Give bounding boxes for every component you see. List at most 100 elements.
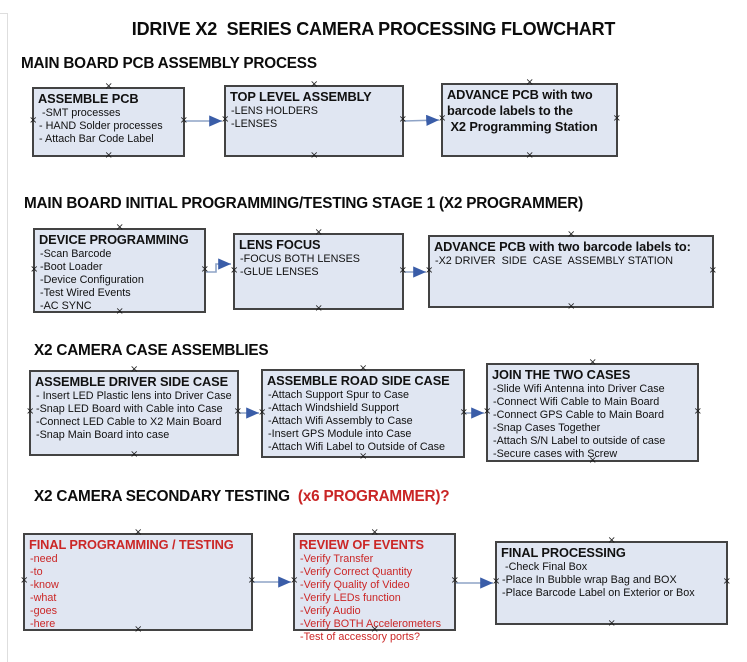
box-title: REVIEW OF EVENTS bbox=[299, 537, 424, 552]
flow-box-lens-focus[interactable]: LENS FOCUS -FOCUS BOTH LENSES-GLUE LENSE… bbox=[230, 228, 407, 314]
list-item: -GLUE LENSES bbox=[240, 266, 319, 278]
box-title: ADVANCE PCB with two barcode labels to t… bbox=[447, 87, 598, 134]
list-item: -Attach Windshield Support bbox=[268, 402, 399, 414]
list-item: -Snap Main Board into case bbox=[36, 429, 170, 441]
list-item: - Attach Bar Code Label bbox=[39, 133, 154, 145]
connection-point-icon: × bbox=[26, 406, 35, 417]
list-item: -LENS HOLDERS bbox=[231, 105, 318, 117]
connection-point-icon: × bbox=[30, 263, 39, 275]
heading-text: MAIN BOARD INITIAL PROGRAMMING/TESTING S… bbox=[24, 195, 583, 212]
box-items: -SMT processes- HAND Solder processes- A… bbox=[38, 106, 179, 146]
box-title: FINAL PROGRAMMING / TESTING bbox=[29, 537, 234, 552]
list-item: -Connect GPS Cable to Main Board bbox=[493, 409, 665, 421]
box-items: -Slide Wifi Antenna into Driver Case-Con… bbox=[492, 382, 693, 461]
section-heading-secondary-testing: X2 CAMERA SECONDARY TESTING (x6 PROGRAMM… bbox=[34, 488, 450, 506]
flow-arrow-elbow bbox=[206, 258, 231, 273]
connection-point-icon: × bbox=[233, 406, 242, 417]
connection-point-icon: × bbox=[310, 150, 319, 161]
connection-point-icon: × bbox=[438, 113, 447, 124]
flow-box-join-the-two-cases[interactable]: JOIN THE TWO CASES -Slide Wifi Antenna i… bbox=[483, 358, 702, 466]
box-items: -X2 DRIVER SIDE CASE ASSEMBLY STATION bbox=[434, 254, 708, 268]
flow-box-assemble-road-side-case[interactable]: ASSEMBLE ROAD SIDE CASE -Attach Support … bbox=[258, 364, 468, 462]
list-item: -Attach S/N Label to outside of case bbox=[493, 435, 666, 447]
list-item: -FOCUS BOTH LENSES bbox=[240, 253, 360, 265]
connection-point-icon: × bbox=[459, 406, 468, 418]
connection-point-icon: × bbox=[567, 301, 576, 312]
page-edge-line bbox=[0, 13, 8, 14]
connection-point-icon: × bbox=[612, 113, 621, 124]
connection-point-icon: × bbox=[258, 406, 267, 418]
connection-point-icon: × bbox=[200, 263, 209, 275]
flow-box-final-processing[interactable]: FINAL PROCESSING -Check Final Box-Place … bbox=[492, 536, 731, 629]
list-item: -Test of accessory ports? bbox=[300, 631, 421, 643]
section-heading-case-assemblies: X2 CAMERA CASE ASSEMBLIES bbox=[34, 342, 269, 360]
list-item: -Verify LEDs function bbox=[300, 592, 401, 604]
flow-box-assemble-pcb[interactable]: ASSEMBLE PCB -SMT processes- HAND Solder… bbox=[29, 82, 188, 161]
page-title: IDRIVE X2 SERIES CAMERA PROCESSING FLOWC… bbox=[131, 19, 616, 39]
heading-text: X2 CAMERA SECONDARY TESTING bbox=[34, 488, 298, 505]
list-item: -here bbox=[30, 618, 56, 630]
list-item: -X2 DRIVER SIDE CASE ASSEMBLY STATION bbox=[435, 255, 673, 267]
connection-point-icon: × bbox=[492, 576, 501, 587]
connection-point-icon: × bbox=[314, 303, 323, 314]
section-heading-initial-programming: MAIN BOARD INITIAL PROGRAMMING/TESTING S… bbox=[24, 195, 583, 213]
connection-point-icon: × bbox=[230, 264, 239, 276]
list-item: -AC SYNC bbox=[40, 300, 92, 312]
list-item: -Slide Wifi Antenna into Driver Case bbox=[493, 383, 665, 395]
flow-box-final-programming-testing[interactable]: FINAL PROGRAMMING / TESTING -need-to-kno… bbox=[20, 528, 256, 635]
list-item: - Insert LED Plastic lens into Driver Ca… bbox=[36, 390, 232, 402]
list-item: -Connect LED Cable to X2 Main Board bbox=[36, 416, 222, 428]
connection-point-icon: × bbox=[693, 405, 702, 417]
box-items: -need-to-know-what-goes-here bbox=[29, 552, 247, 631]
section-heading-pcb-assembly: MAIN BOARD PCB ASSEMBLY PROCESS bbox=[21, 55, 317, 73]
flow-box-advance-pcb-driver-side-station[interactable]: ADVANCE PCB with two barcode labels to: … bbox=[425, 230, 717, 312]
connection-point-icon: × bbox=[708, 264, 717, 276]
flow-box-device-programming[interactable]: DEVICE PROGRAMMING -Scan Barcode-Boot Lo… bbox=[30, 223, 209, 317]
box-items: -Check Final Box-Place In Bubble wrap Ba… bbox=[501, 560, 722, 600]
heading-text: X2 CAMERA CASE ASSEMBLIES bbox=[34, 342, 269, 359]
page-edge-line bbox=[7, 13, 8, 662]
list-item: -to bbox=[30, 566, 43, 578]
list-item: -Place In Bubble wrap Bag and BOX bbox=[502, 574, 677, 586]
list-item: -LENSES bbox=[231, 118, 278, 130]
box-items: -Verify Transfer-Verify Correct Quantity… bbox=[299, 552, 450, 644]
flow-box-top-level-assembly[interactable]: TOP LEVEL ASSEMBLY -LENS HOLDERS-LENSES … bbox=[221, 80, 407, 161]
box-title: ASSEMBLE PCB bbox=[38, 91, 139, 106]
box-title: DEVICE PROGRAMMING bbox=[39, 232, 189, 247]
list-item: -Scan Barcode bbox=[40, 248, 112, 260]
heading-text: MAIN BOARD PCB ASSEMBLY PROCESS bbox=[21, 55, 317, 72]
box-title: JOIN THE TWO CASES bbox=[492, 367, 631, 382]
heading-red-text: (x6 PROGRAMMER)? bbox=[297, 488, 450, 505]
connection-point-icon: × bbox=[290, 575, 299, 586]
list-item: -Place Barcode Label on Exterior or Box bbox=[502, 587, 695, 599]
list-item: -need bbox=[30, 553, 58, 565]
list-item: -know bbox=[30, 579, 59, 591]
flow-box-review-of-events[interactable]: REVIEW OF EVENTS -Verify Transfer-Verify… bbox=[290, 528, 459, 644]
flow-box-assemble-driver-side-case[interactable]: ASSEMBLE DRIVER SIDE CASE - Insert LED P… bbox=[26, 365, 242, 460]
box-items bbox=[447, 135, 612, 136]
list-item: -Verify Correct Quantity bbox=[300, 566, 413, 578]
connection-point-icon: × bbox=[130, 449, 139, 460]
list-item: -Device Configuration bbox=[40, 274, 144, 286]
flow-arrow bbox=[403, 114, 440, 126]
flow-box-advance-pcb-programming-station[interactable]: ADVANCE PCB with two barcode labels to t… bbox=[438, 78, 621, 161]
list-item: - HAND Solder processes bbox=[39, 120, 163, 132]
connection-point-icon: × bbox=[525, 150, 534, 161]
box-title: LENS FOCUS bbox=[239, 237, 321, 252]
list-item: -what bbox=[30, 592, 57, 604]
list-item: -Verify BOTH Accelerometers bbox=[300, 618, 441, 630]
list-item: -Secure cases with Screw bbox=[493, 448, 618, 460]
list-item: -Boot Loader bbox=[40, 261, 103, 273]
list-item: -Connect Wifi Cable to Main Board bbox=[493, 396, 660, 408]
box-items: -Attach Support Spur to Case-Attach Wind… bbox=[267, 388, 459, 454]
connection-point-icon: × bbox=[179, 115, 188, 126]
box-items: - Insert LED Plastic lens into Driver Ca… bbox=[35, 389, 233, 442]
list-item: -goes bbox=[30, 605, 58, 617]
connection-point-icon: × bbox=[29, 115, 38, 126]
box-items: -LENS HOLDERS-LENSES bbox=[230, 104, 398, 131]
connection-point-icon: × bbox=[607, 618, 616, 629]
box-title: ASSEMBLE ROAD SIDE CASE bbox=[267, 373, 450, 388]
connection-point-icon: × bbox=[398, 264, 407, 276]
connection-point-icon: × bbox=[722, 576, 731, 587]
list-item: -Verify Transfer bbox=[300, 553, 374, 565]
